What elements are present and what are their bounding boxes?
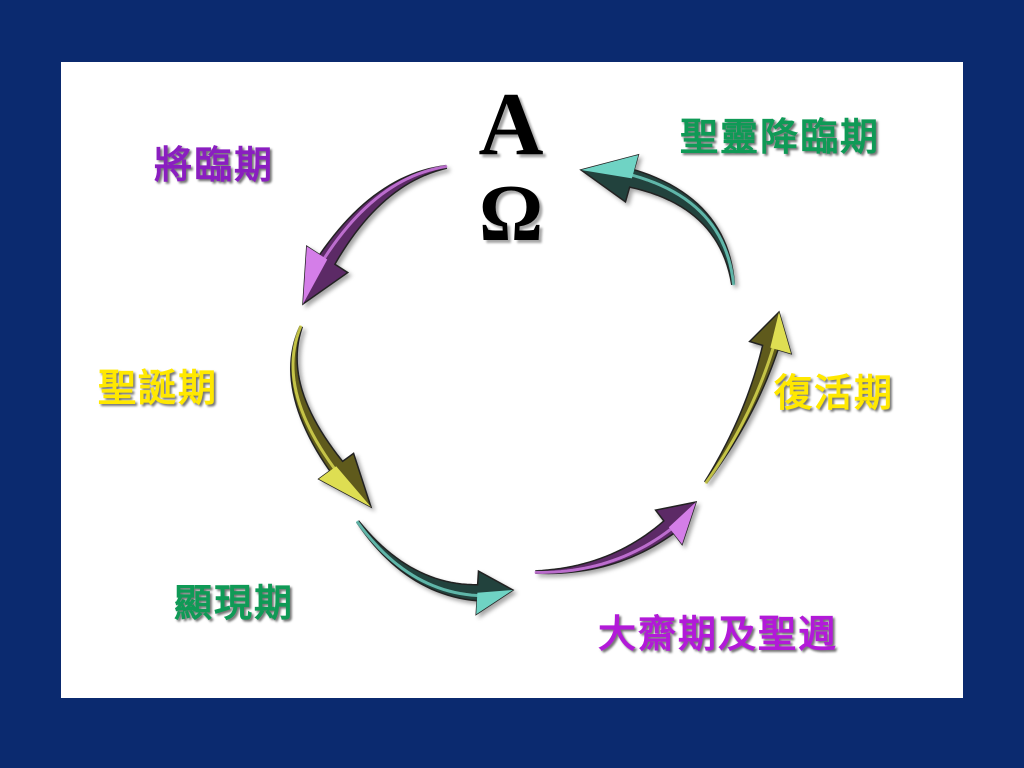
arrow-easter-shine: [704, 346, 775, 484]
label-lent: 大齋期及聖週: [598, 611, 839, 656]
label-pentecost: 聖靈降臨期: [680, 114, 881, 159]
arrow-advent-highlight: [303, 246, 328, 304]
arrow-lent-highlight: [668, 502, 696, 545]
arrow-group: [290, 153, 793, 616]
label-christmas: 聖誕期: [98, 365, 219, 410]
cycle-diagram: [290, 153, 793, 616]
arrow-pentecost-shine: [631, 173, 735, 286]
slide-canvas: A Ω 將臨期 聖誕期 顯現期 大齋期及聖週 復活期 聖靈降臨期: [61, 62, 963, 698]
arrow-lent-shine: [534, 527, 673, 574]
arrow-christmas-shine: [291, 325, 336, 470]
alpha-symbol: A: [478, 75, 544, 174]
label-easter: 復活期: [774, 370, 895, 415]
arrow-christmas: [290, 325, 373, 509]
label-advent: 將臨期: [154, 142, 275, 187]
arrow-pentecost-highlight: [581, 154, 639, 179]
arrow-advent-shine: [323, 165, 448, 260]
arrow-pentecost: [579, 153, 736, 285]
arrow-epiphany: [356, 520, 515, 616]
arrow-epiphany-shine: [356, 520, 479, 598]
arrow-easter-highlight: [770, 312, 792, 354]
arrow-advent: [302, 164, 448, 306]
arrow-lent: [535, 501, 698, 575]
label-epiphany: 顯現期: [174, 580, 295, 625]
arrow-epiphany-highlight: [476, 590, 513, 615]
arrow-christmas-highlight: [318, 466, 371, 507]
omega-symbol: Ω: [478, 170, 544, 258]
